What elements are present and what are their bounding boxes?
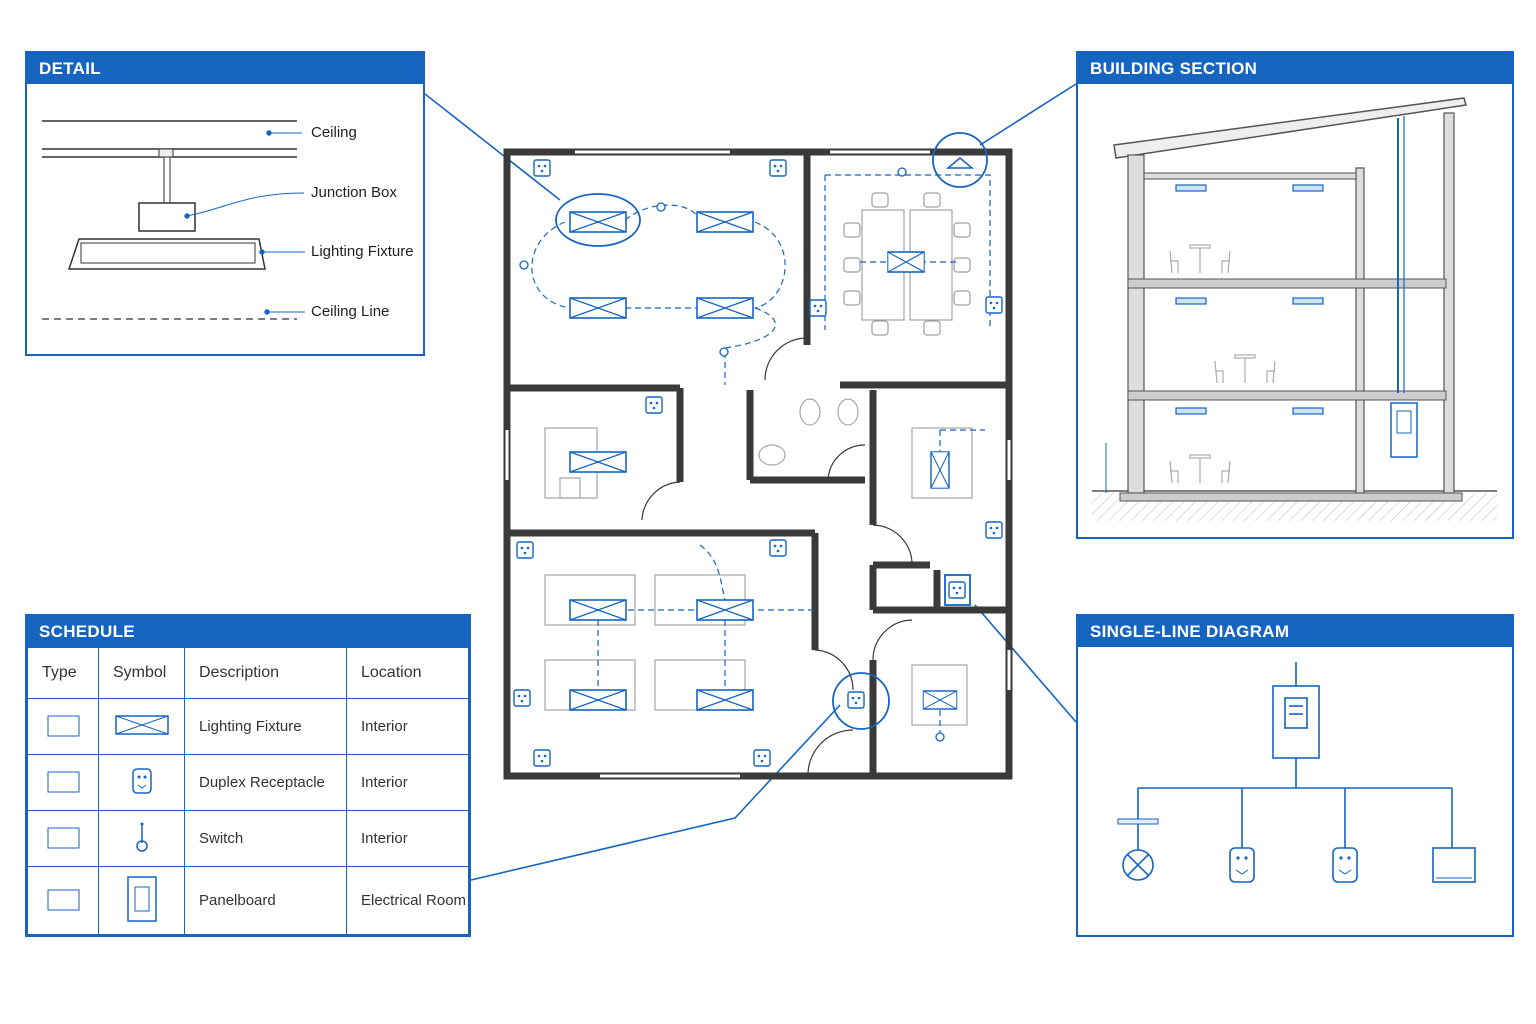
- column-header: Symbol: [98, 647, 185, 699]
- building-section-header: BUILDING SECTION: [1078, 53, 1512, 84]
- detail-leader: [424, 93, 561, 201]
- type-box: [47, 715, 80, 736]
- schedule-panel: SCHEDULE Type Symbol Description Locatio…: [25, 614, 471, 937]
- building-section-panel: BUILDING SECTION: [1076, 51, 1514, 539]
- doors: [641, 337, 913, 777]
- light-fixtures: [569, 211, 958, 711]
- switch-symbol: [135, 822, 148, 852]
- panelboard-symbol: [1272, 685, 1320, 759]
- junction-box-label: Junction Box: [311, 184, 397, 201]
- detail-panel: DETAIL Ceiling Junction Box Lighting Fix…: [25, 51, 425, 356]
- schedule-header-row: Type Symbol Description Location: [27, 647, 469, 699]
- column-header: Location: [346, 647, 469, 699]
- duplex-receptacle-symbol: [1332, 847, 1358, 883]
- type-box: [47, 827, 80, 848]
- panelboard-symbol: [126, 875, 157, 922]
- location-cell: Interior: [346, 698, 469, 755]
- description-cell: Lighting Fixture: [184, 698, 347, 755]
- floor-plan: [503, 132, 1013, 780]
- ceiling-line-label: Ceiling Line: [311, 303, 390, 320]
- switches: [519, 167, 945, 742]
- type-box: [47, 889, 80, 910]
- table-row: Switch Interior: [27, 810, 469, 867]
- building-section-drawing: [1092, 97, 1497, 521]
- table-row: Panelboard Electrical Room: [27, 866, 469, 935]
- circuits: [531, 174, 991, 740]
- description-cell: Panelboard: [184, 866, 347, 935]
- schedule-table: Type Symbol Description Location Lightin…: [27, 647, 469, 935]
- detail-drawing: [42, 120, 305, 320]
- single-line-diagram-drawing: [1117, 662, 1476, 883]
- sld-leader: [974, 604, 1077, 723]
- single-line-diagram-panel: SINGLE-LINE DIAGRAM: [1076, 614, 1514, 937]
- single-line-diagram-header: SINGLE-LINE DIAGRAM: [1078, 616, 1512, 647]
- description-cell: Switch: [184, 810, 347, 867]
- duplex-receptacle-symbol: [1229, 847, 1255, 883]
- column-header: Description: [184, 647, 347, 699]
- callouts: [555, 132, 988, 730]
- section-leader: [979, 83, 1077, 146]
- location-cell: Electrical Room: [346, 866, 469, 935]
- lighting-fixture-label: Lighting Fixture: [311, 243, 414, 260]
- type-box: [47, 771, 80, 792]
- equipment-box-symbol: [1432, 847, 1476, 883]
- table-row: Duplex Receptacle Interior: [27, 754, 469, 811]
- schedule-header: SCHEDULE: [27, 616, 469, 647]
- description-cell: Duplex Receptacle: [184, 754, 347, 811]
- ceiling-label: Ceiling: [311, 124, 357, 141]
- column-header: Type: [27, 647, 99, 699]
- windows: [505, 150, 1011, 778]
- lighting-fixture-symbol: [114, 714, 169, 735]
- location-cell: Interior: [346, 810, 469, 867]
- schedule-leader: [470, 704, 841, 881]
- detail-header: DETAIL: [27, 53, 423, 84]
- location-cell: Interior: [346, 754, 469, 811]
- table-row: Lighting Fixture Interior: [27, 698, 469, 755]
- duplex-receptacle-symbol: [131, 767, 152, 794]
- lighting-fixture-symbol: [1117, 818, 1159, 881]
